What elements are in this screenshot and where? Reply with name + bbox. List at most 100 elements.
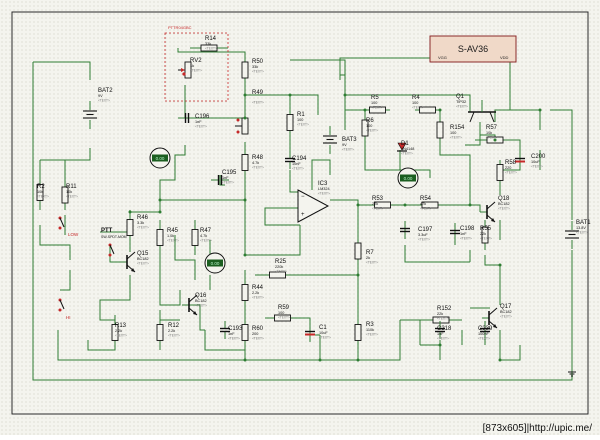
- switch-contact-low: [58, 216, 65, 230]
- q1-name: Q1: [456, 94, 465, 100]
- c198-value: 1nF: [460, 232, 467, 236]
- potentiometer-rv2: [178, 61, 192, 79]
- r152-value: 22k: [437, 312, 443, 316]
- c194-text-placeholder: <TEXT>: [292, 167, 304, 171]
- r44-name: R44: [252, 285, 264, 291]
- c218-text-placeholder: <TEXT>: [437, 337, 449, 341]
- r50-value: 33k: [252, 65, 258, 69]
- junction-dot: [363, 108, 367, 112]
- junction-dot: [318, 358, 322, 362]
- svg-text:+: +: [301, 212, 305, 218]
- junction-dot: [128, 210, 132, 214]
- capacitor-c193: [220, 321, 230, 339]
- r2-value: 10k: [37, 190, 43, 194]
- q1-value: TIP32: [456, 100, 466, 104]
- r60-text-placeholder: <TEXT>: [252, 337, 264, 341]
- c198-name: C198: [460, 226, 475, 232]
- c197-value: 3.3uF: [418, 233, 428, 237]
- r53-name: R53: [372, 196, 384, 202]
- r7-text-placeholder: <TEXT>: [366, 261, 378, 265]
- r60-value: 200: [252, 332, 258, 336]
- r50-text-placeholder: <TEXT>: [252, 70, 264, 74]
- c200-value: 10uF: [531, 160, 540, 164]
- c197-name: C197: [418, 227, 433, 233]
- ptt-sublabel: SW-SPDT-MOM: [101, 235, 127, 239]
- q18-name: Q18: [498, 196, 510, 202]
- resistor-r55: [481, 220, 489, 250]
- watermark-text: [873x605]|http://upic.me/: [483, 423, 593, 434]
- module-s-av36: S-AV36 VGG VDD: [429, 35, 517, 63]
- r48-name: R48: [252, 155, 264, 161]
- resistor-r54: [405, 201, 455, 209]
- r53-text-placeholder: <TEXT>: [372, 207, 384, 211]
- r11-text-placeholder: <TEXT>: [66, 195, 78, 199]
- r11-value: 10k: [66, 190, 72, 194]
- r4-value: 100: [412, 101, 418, 105]
- components: −+: [36, 44, 579, 377]
- c193-text-placeholder: <TEXT>: [228, 337, 240, 341]
- r14-name: R14: [205, 36, 217, 42]
- resistor-r7: [354, 240, 362, 262]
- r2-text-placeholder: <TEXT>: [37, 195, 49, 199]
- r6-text-placeholder: <TEXT>: [366, 129, 378, 133]
- junction-dot: [493, 138, 497, 142]
- r44-value: 2.2k: [252, 291, 259, 295]
- module-pin-vdd: VDD: [500, 55, 509, 60]
- junction-dot: [403, 203, 407, 207]
- r12-text-placeholder: <TEXT>: [168, 334, 180, 338]
- r1-value: 100: [297, 118, 303, 122]
- c239-name: C239: [478, 326, 493, 332]
- junction-dot: [538, 108, 542, 112]
- resistor-r1: [286, 105, 294, 140]
- c194-value: 10nF: [292, 162, 301, 166]
- capacitor-c194: [285, 151, 295, 169]
- junction-dot: [158, 198, 162, 202]
- ptt-label: PTT: [101, 228, 113, 234]
- r4-name: R4: [412, 95, 420, 101]
- module-label: S-AV36: [458, 44, 488, 54]
- q18-value: BC182: [498, 202, 510, 206]
- module-box: [429, 35, 517, 63]
- r48-text-placeholder: <TEXT>: [252, 166, 264, 170]
- switch-low-label: LOW: [68, 232, 79, 237]
- ic3-value: LM324: [318, 187, 330, 191]
- r154-name: R154: [450, 125, 465, 131]
- svg-text:−: −: [301, 194, 305, 200]
- r57-value: 10k: [486, 131, 492, 135]
- q17-name: Q17: [500, 304, 512, 310]
- junction-dot: [438, 108, 442, 112]
- switch-contact-hi: [58, 298, 65, 312]
- r2-name: R2: [37, 184, 45, 190]
- r47-text-placeholder: <TEXT>: [200, 239, 212, 243]
- r12-name: R12: [168, 323, 180, 329]
- junction-dot: [243, 93, 247, 97]
- bat3-name: BAT3: [342, 137, 357, 143]
- junction-dot: [243, 198, 247, 202]
- r154-text-placeholder: <TEXT>: [450, 136, 462, 140]
- r44-text-placeholder: <TEXT>: [252, 296, 264, 300]
- battery-bat1: [565, 221, 579, 249]
- q17-value: BC182: [500, 310, 512, 314]
- r49-text-placeholder: <TEXT>: [252, 101, 264, 105]
- r50-name: R50: [252, 59, 264, 65]
- r5-value: 100: [371, 101, 377, 105]
- r54-text-placeholder: <TEXT>: [420, 207, 432, 211]
- subcircuit-outline: [164, 32, 229, 102]
- r5-text-placeholder: <TEXT>: [371, 106, 383, 110]
- c1-value: 10uF: [319, 331, 328, 335]
- r45-text-placeholder: <TEXT>: [167, 239, 179, 243]
- voltmeter-probe: [397, 167, 419, 189]
- transistor-q16: [182, 294, 198, 316]
- transistor-q15: [120, 251, 136, 273]
- bat1-text-placeholder: <TEXT>: [576, 231, 588, 235]
- battery-bat2: [83, 101, 97, 129]
- r13-text-placeholder: <TEXT>: [115, 334, 127, 338]
- r6-name: R6: [366, 118, 374, 124]
- switch-hi-label: HI: [66, 315, 71, 320]
- junction-dot: [468, 203, 472, 207]
- r4-text-placeholder: <TEXT>: [412, 106, 424, 110]
- resistor-r5: [365, 106, 390, 114]
- r47-name: R47: [200, 228, 212, 234]
- capacitor-c198: [450, 223, 460, 241]
